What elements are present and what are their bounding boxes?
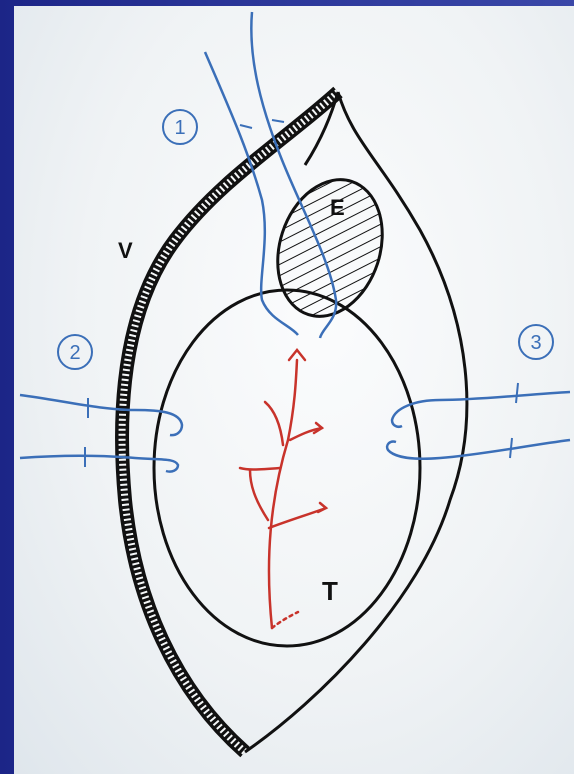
label-number-2: 2: [69, 342, 80, 364]
blue-line-3a: [392, 392, 570, 427]
blue-tick-1b: [272, 120, 284, 122]
blue-tick-3a: [516, 383, 518, 403]
structure-e: [261, 166, 399, 330]
inner-cavity: [154, 290, 420, 646]
label-v: V: [118, 238, 133, 263]
label-t: T: [322, 576, 338, 606]
red-branching-tree: [240, 350, 326, 628]
label-e: E: [330, 195, 345, 220]
vessel-wall-left-inner: [122, 92, 338, 752]
label-number-1: 1: [174, 117, 185, 139]
vessel-wall-left: [122, 92, 338, 752]
label-number-3: 3: [530, 332, 541, 354]
blue-tick-3b: [510, 438, 512, 458]
blue-line-3b: [387, 440, 570, 459]
blue-tick-1a: [240, 125, 252, 128]
